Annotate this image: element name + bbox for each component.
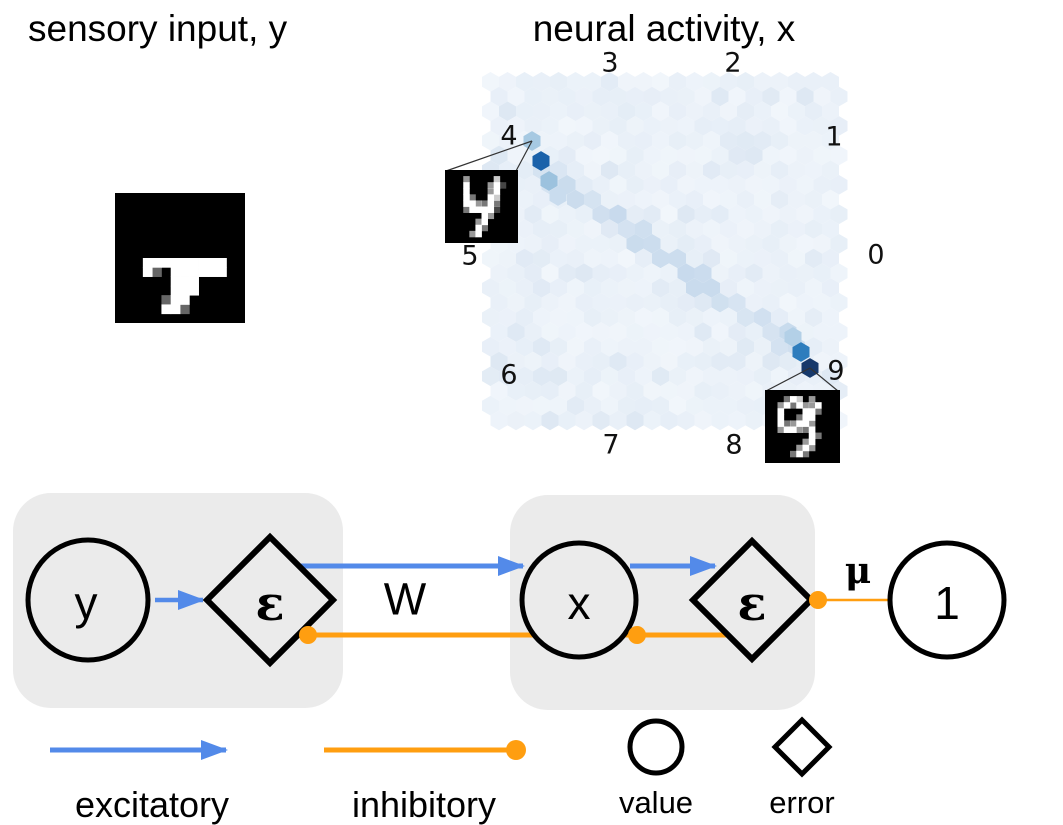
network-diagram: y ε W x ε μ 1 bbox=[13, 493, 1007, 710]
label-y: y bbox=[75, 577, 98, 629]
cluster-label-7: 7 bbox=[602, 429, 620, 461]
legend: excitatory inhibitory value error bbox=[50, 716, 835, 825]
cluster-label-2: 2 bbox=[724, 47, 742, 79]
cluster-label-8: 8 bbox=[725, 429, 743, 461]
inset-connector-line bbox=[515, 140, 533, 172]
cluster-label-1: 1 bbox=[825, 121, 843, 153]
label-eps2: ε bbox=[737, 576, 766, 632]
hexbin-highlight-cell bbox=[784, 327, 802, 347]
label-mu: μ bbox=[845, 550, 871, 592]
inset-connector-line bbox=[765, 367, 811, 392]
sensory-input-image bbox=[115, 193, 245, 323]
cluster-label-5: 5 bbox=[461, 240, 479, 272]
legend-inhibitory-label: inhibitory bbox=[352, 784, 496, 825]
label-W: W bbox=[384, 574, 427, 625]
cluster-label-6: 6 bbox=[500, 359, 518, 391]
label-one: 1 bbox=[934, 577, 960, 629]
label-eps1: ε bbox=[255, 576, 284, 632]
inset-connector-line bbox=[809, 367, 839, 392]
legend-inhibitory-dot bbox=[506, 740, 526, 760]
cluster-label-9: 9 bbox=[827, 355, 845, 387]
cluster-label-0: 0 bbox=[867, 239, 885, 271]
value-node-y bbox=[25, 537, 151, 663]
inset-digit-9-image bbox=[765, 390, 840, 463]
label-x: x bbox=[568, 577, 591, 629]
hexbin-highlight-cell bbox=[549, 186, 567, 206]
inset-connector-line bbox=[445, 140, 533, 172]
value-node-x bbox=[519, 540, 639, 660]
legend-error-label: error bbox=[769, 785, 834, 820]
neural-activity-title: neural activity, x bbox=[532, 8, 796, 49]
sensory-digit-bitmap bbox=[115, 193, 245, 323]
hexbin-insets bbox=[445, 140, 840, 463]
legend-error-diamond bbox=[771, 716, 833, 778]
sensory-input-title: sensory input, y bbox=[28, 8, 288, 49]
hexbin-highlight-cell bbox=[792, 342, 810, 362]
cluster-label-4: 4 bbox=[500, 120, 518, 152]
inset-digit-4-image bbox=[445, 170, 518, 243]
hexbin-highlight-cell bbox=[532, 151, 550, 171]
inhibitory-synapse-dot-x bbox=[628, 626, 646, 644]
cluster-label-3: 3 bbox=[601, 47, 619, 79]
inhibitory-synapse-dot-eps2 bbox=[809, 591, 827, 609]
inhibitory-synapse-dot-eps1 bbox=[299, 626, 317, 644]
hexbin-highlight-cell bbox=[540, 171, 558, 191]
legend-value-circle bbox=[627, 718, 685, 776]
error-node-eps2 bbox=[688, 536, 816, 664]
legend-value-label: value bbox=[619, 785, 693, 820]
legend-excitatory-label: excitatory bbox=[75, 784, 229, 825]
value-node-one bbox=[887, 540, 1007, 660]
